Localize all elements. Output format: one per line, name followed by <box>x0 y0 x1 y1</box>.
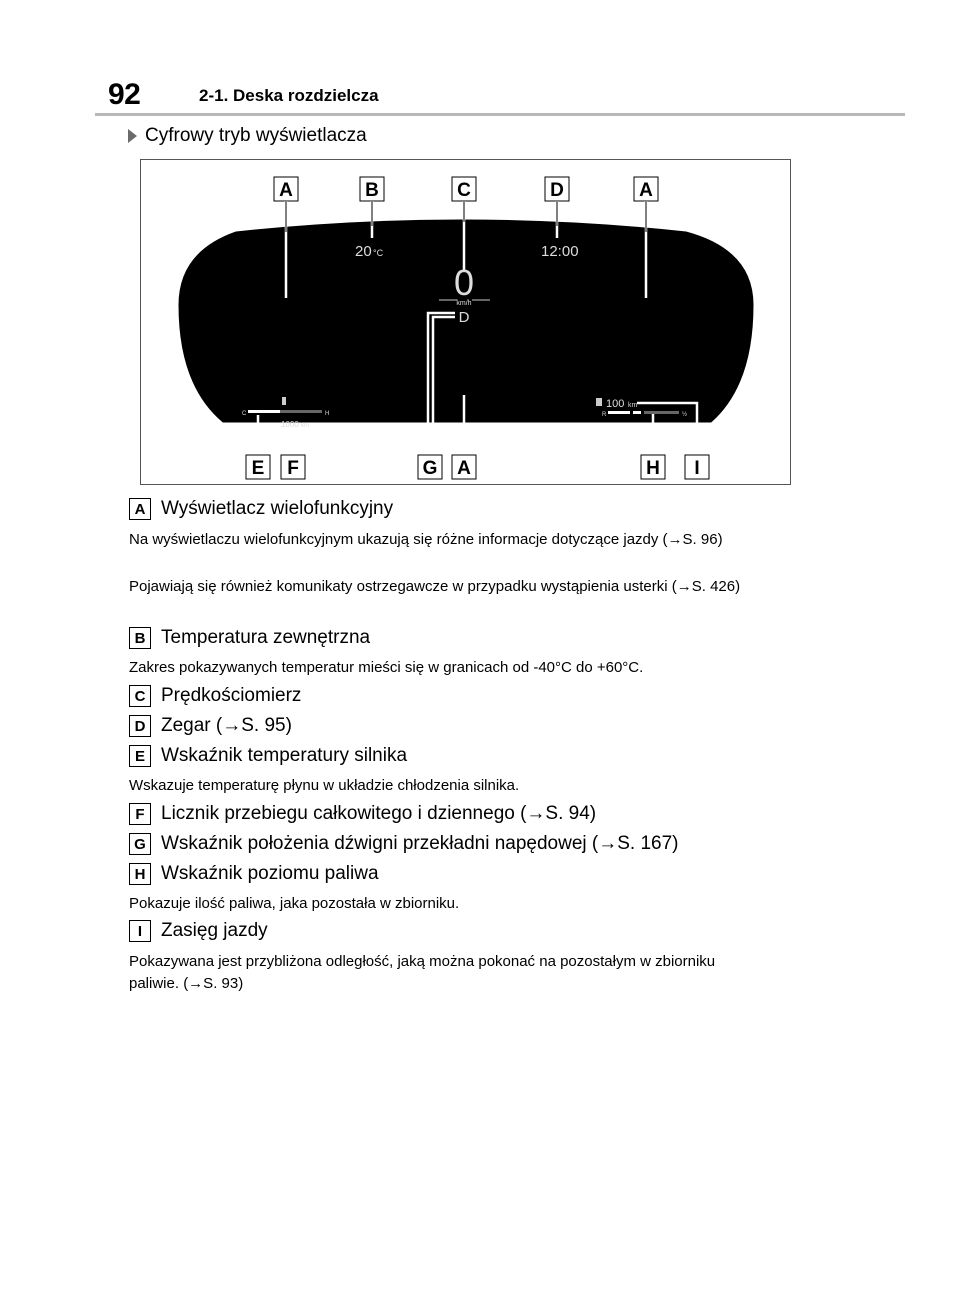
letter-badge: H <box>129 863 151 885</box>
gear-indicator: D <box>459 309 470 326</box>
outside-temp-unit: °C <box>373 248 384 258</box>
fuel-gauge-empty-label: R <box>602 412 607 418</box>
legend-item-a: A Wyświetlacz wielofunkcyjny <box>129 498 393 520</box>
callout-i: I <box>694 458 699 479</box>
instrument-cluster-figure: A B C D A 20 °C 12 <box>140 159 791 485</box>
legend-desc: Wskazuje temperaturę płynu w układzie ch… <box>129 777 520 794</box>
callout-a-top-2: A <box>639 180 653 201</box>
bottom-callouts: E F G A H I <box>245 454 710 480</box>
top-callouts: A B C D A <box>273 176 659 202</box>
range-unit: km <box>628 402 638 409</box>
letter-badge: E <box>129 745 151 767</box>
legend-desc: Pokazuje ilość paliwa, jaka pozostała w … <box>129 895 460 912</box>
legend-title: Temperatura zewnętrzna <box>161 627 371 648</box>
legend-title: Zegar (→S. 95) <box>161 715 292 736</box>
fuel-pump-icon <box>596 398 602 406</box>
letter-badge: C <box>129 685 151 707</box>
clock-value: 12:00 <box>541 243 579 260</box>
speed-unit: km/h <box>456 300 471 307</box>
letter-badge: I <box>129 920 151 942</box>
legend-title: Licznik przebiegu całkowitego i dzienneg… <box>161 803 597 824</box>
instrument-cluster-diagram: A B C D A 20 °C 12 <box>178 176 754 480</box>
legend-title: Wskaźnik temperatury silnika <box>161 745 408 766</box>
temp-gauge-hot-label: H <box>325 411 329 417</box>
callout-f: F <box>287 458 299 479</box>
legend-item-d: D Zegar (→S. 95) <box>129 715 292 737</box>
callout-h: H <box>646 458 660 479</box>
callout-a-top-1: A <box>279 180 293 201</box>
legend-title: Wskaźnik położenia dźwigni przekładni na… <box>161 833 679 854</box>
header-divider <box>95 113 905 116</box>
display-panel <box>178 219 754 423</box>
legend-item-i: I Zasięg jazdy <box>129 920 268 942</box>
legend-title: Wyświetlacz wielofunkcyjny <box>161 498 394 519</box>
callout-b: B <box>365 180 379 201</box>
odometer-unit: km <box>301 423 309 429</box>
letter-badge: D <box>129 715 151 737</box>
coolant-icon <box>282 397 286 405</box>
fuel-gauge-full-label: ½ <box>682 411 687 418</box>
subheading-text: Cyfrowy tryb wyświetlacza <box>145 125 367 146</box>
legend-item-g: G Wskaźnik położenia dźwigni przekładni … <box>129 833 679 855</box>
triangle-bullet-icon <box>128 129 137 143</box>
legend-title: Prędkościomierz <box>161 685 302 706</box>
legend-title: Zasięg jazdy <box>161 920 268 941</box>
legend-desc: Zakres pokazywanych temperatur mieści si… <box>129 659 644 676</box>
legend-desc: Pokazywana jest przybliżona odległość, j… <box>129 953 716 992</box>
page-number: 92 <box>108 78 141 111</box>
callout-e: E <box>252 458 265 479</box>
section-title: 2-1. Deska rozdzielcza <box>199 86 379 105</box>
temp-gauge-bar <box>248 410 322 413</box>
callout-d: D <box>550 180 564 201</box>
legend-item-f: F Licznik przebiegu całkowitego i dzienn… <box>129 803 596 825</box>
subheading: Cyfrowy tryb wyświetlacza <box>128 125 367 147</box>
legend-item-c: C Prędkościomierz <box>129 685 301 707</box>
range-value: 100 <box>606 398 624 410</box>
odometer-value: 1000 <box>281 420 299 429</box>
legend-item-e: E Wskaźnik temperatury silnika <box>129 745 407 767</box>
legend-desc: Na wyświetlaczu wielofunkcyjnym ukazują … <box>129 531 723 548</box>
outside-temp-value: 20 <box>355 243 372 260</box>
callout-g: G <box>423 458 438 479</box>
speed-value: 0 <box>454 262 474 303</box>
letter-badge: G <box>129 833 151 855</box>
temp-gauge-cold-label: C <box>242 411 247 417</box>
callout-c: C <box>457 180 471 201</box>
bottom-leaders <box>256 311 699 455</box>
letter-badge: F <box>129 803 151 825</box>
letter-badge: B <box>129 627 151 649</box>
legend-item-b: B Temperatura zewnętrzna <box>129 627 370 649</box>
letter-badge: A <box>129 498 151 520</box>
callout-a-bottom: A <box>457 458 471 479</box>
legend-title: Wskaźnik poziomu paliwa <box>161 863 379 884</box>
fuel-gauge-bar <box>608 411 679 414</box>
legend-desc: Pojawiają się również komunikaty ostrzeg… <box>129 578 741 595</box>
legend-item-h: H Wskaźnik poziomu paliwa <box>129 863 379 885</box>
